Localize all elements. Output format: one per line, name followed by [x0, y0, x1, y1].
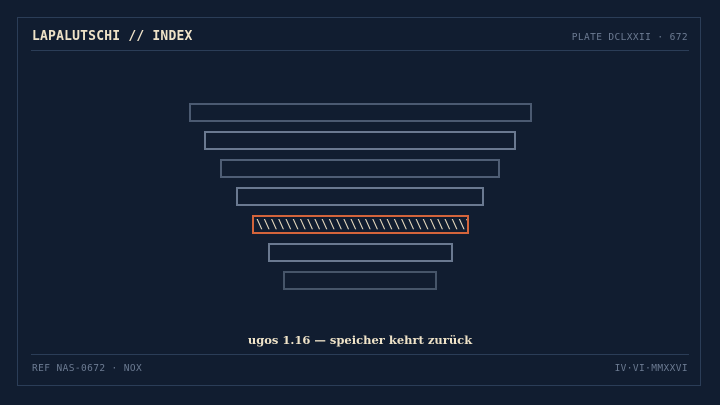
date-label: IV·VI·MMXXVI — [614, 363, 688, 374]
layer-bar-highlighted: \\\\\\\\\\\\\\\\\\\\\\\\\\\\\\\\\\\\ — [252, 215, 469, 234]
layer-bar-2 — [204, 131, 516, 150]
frame-border — [17, 17, 701, 386]
hatch-pattern: \\\\\\\\\\\\\\\\\\\\\\\\\\\\\\\\\\\\ — [256, 217, 467, 231]
layer-bar-6 — [268, 243, 453, 262]
header-divider — [31, 50, 689, 51]
layer-bar-7 — [283, 271, 437, 290]
layer-bar-3 — [220, 159, 500, 178]
reference-label: REF NAS-0672 · NOX — [32, 363, 143, 374]
plate-label: PLATE DCLXXII · 672 — [571, 32, 688, 43]
page-title: LAPALUTSCHI // INDEX — [32, 29, 193, 44]
footer-divider — [31, 354, 689, 355]
layer-bar-4 — [236, 187, 484, 206]
layer-bar-1 — [189, 103, 532, 122]
diagram-caption: ugos 1.16 — speicher kehrt zurück — [247, 333, 473, 347]
